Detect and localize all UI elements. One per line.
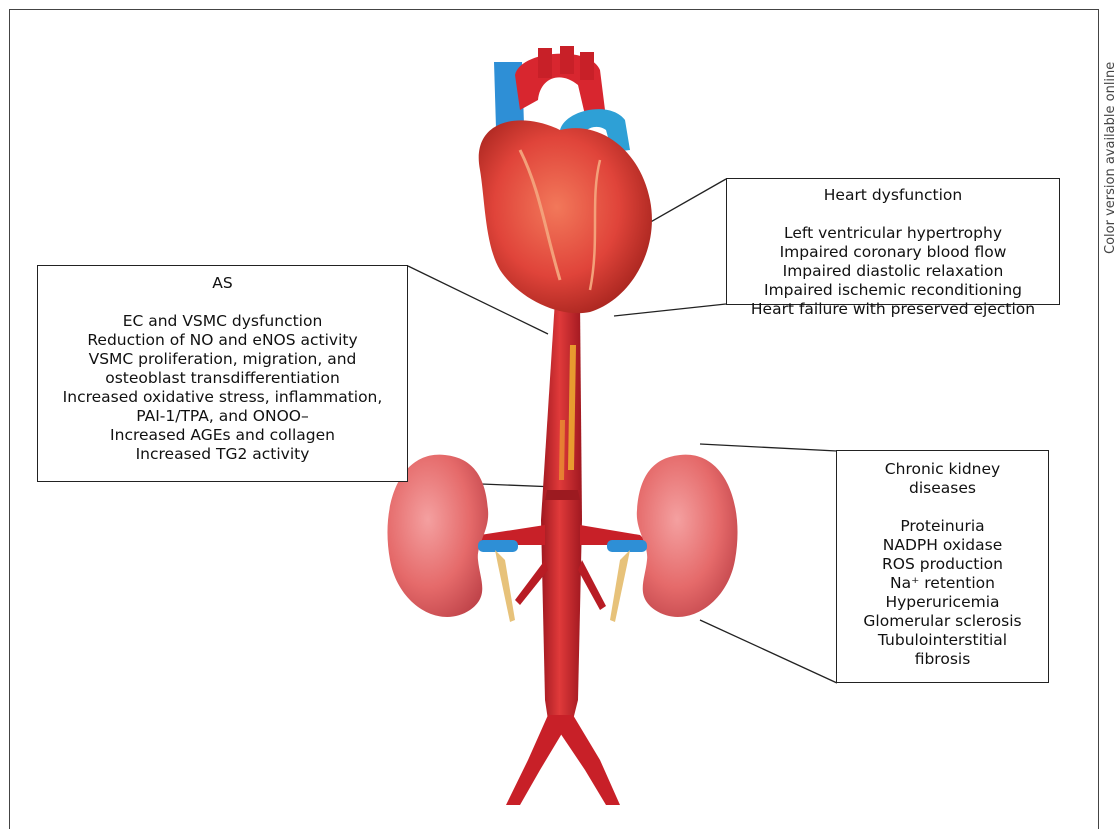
heart-dysfunction-panel: Heart dysfunction Left ventricular hyper… [726,178,1060,305]
left-renal-vein [478,540,518,552]
as-line: osteoblast transdifferentiation [38,369,407,388]
descending-aorta [541,300,582,720]
branch-artery-right [578,560,606,610]
kidney-line: Na⁺ retention [837,574,1048,593]
left-ureter [495,550,515,622]
renal-vein-band [545,490,580,500]
heart-line: Left ventricular hypertrophy [727,224,1059,243]
arch-branch-1 [538,48,552,78]
plaque-streak [559,420,565,480]
heart-connector-bottom [614,304,726,316]
heart-line: Heart failure with preserved ejection [727,300,1059,319]
kidney-connector-bottom [700,620,837,683]
as-line: Increased AGEs and collagen [38,426,407,445]
iliac-right [548,715,620,805]
as-line: VSMC proliferation, migration, and [38,350,407,369]
kidney-line: Glomerular sclerosis [837,612,1048,631]
heart-line: Impaired coronary blood flow [727,243,1059,262]
right-renal-vein [607,540,647,552]
heart-line: Impaired diastolic relaxation [727,262,1059,281]
kidney-panel-title: Chronic kidney diseases [837,460,1048,498]
as-line: PAI-1/TPA, and ONOO– [38,407,407,426]
as-panel: AS EC and VSMC dysfunction Reduction of … [37,265,408,482]
heart-line: Impaired ischemic reconditioning [727,281,1059,300]
color-version-note: Color version available online [1103,62,1116,254]
heart-panel-title: Heart dysfunction [727,186,1059,205]
kidney-line: NADPH oxidase [837,536,1048,555]
kidney-title-line: diseases [837,479,1048,498]
as-line: Increased oxidative stress, inflammation… [38,388,407,407]
kidney-line: Hyperuricemia [837,593,1048,612]
as-line: Increased TG2 activity [38,445,407,464]
kidney-line: Proteinuria [837,517,1048,536]
kidney-line: fibrosis [837,650,1048,669]
kidney-title-line: Chronic kidney [837,460,1048,479]
as-line: Reduction of NO and eNOS activity [38,331,407,350]
heart [479,46,652,313]
kidney-connector-top [700,444,837,451]
kidney-line: ROS production [837,555,1048,574]
right-ureter [610,550,630,622]
as-line: EC and VSMC dysfunction [38,312,407,331]
kidney-disease-panel: Chronic kidney diseases Proteinuria NADP… [836,450,1049,683]
side-note: Color version available online [1090,34,1116,254]
kidney-line: Tubulointerstitial [837,631,1048,650]
arch-branch-3 [580,52,594,80]
as-panel-title: AS [38,274,407,293]
arch-branch-2 [560,46,574,74]
